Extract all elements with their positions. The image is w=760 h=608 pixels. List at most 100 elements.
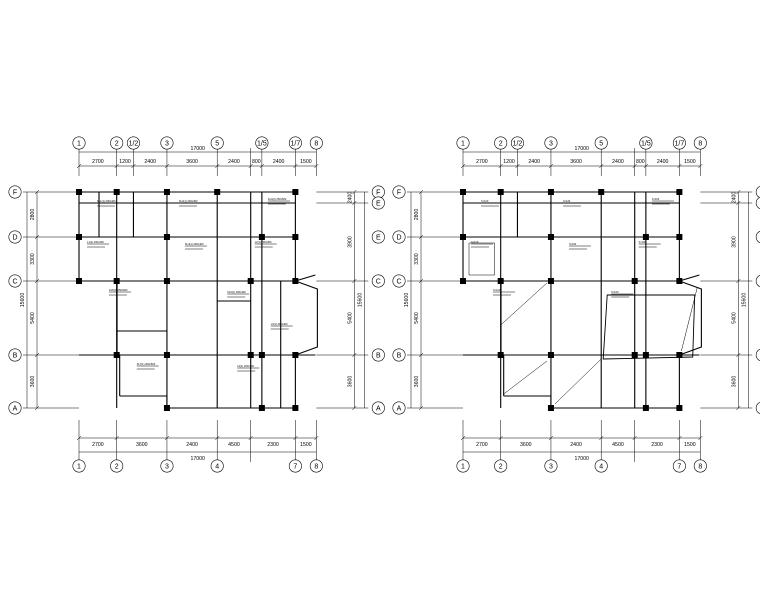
structural-column	[676, 234, 683, 240]
dim-top-value: 3600	[570, 159, 582, 165]
axis-bubble	[110, 459, 124, 473]
axis-label: B	[13, 353, 18, 360]
dim-right-value: 3900	[347, 236, 353, 248]
dim-top-value: 1200	[119, 159, 131, 165]
structural-column	[547, 278, 554, 284]
grid-axis-bubble-top: 1/5	[255, 136, 269, 150]
grid-axis-bubble-bottom: 3	[544, 459, 558, 473]
wall-line	[679, 274, 700, 282]
structural-column	[497, 189, 504, 195]
dim-bottom-value: 2700	[92, 442, 104, 448]
dim-left-total: 15600	[20, 293, 26, 308]
dim-bottom-value: 3600	[520, 442, 532, 448]
axis-label: 1	[461, 464, 465, 471]
beam-annotation: h=100	[652, 197, 660, 201]
axis-bubble	[110, 136, 124, 150]
grid-axis-bubble-bottom: 4	[210, 459, 224, 473]
dim-left-total: 15600	[404, 293, 410, 308]
axis-bubble	[371, 348, 385, 362]
axis-label: A	[13, 406, 18, 413]
grid-axis-bubble-top: 3	[544, 136, 558, 150]
dim-top-value: 800	[252, 159, 261, 165]
structural-column	[676, 405, 683, 411]
dim-tick	[248, 435, 253, 441]
structural-column	[292, 189, 299, 195]
axis-bubble	[392, 348, 406, 362]
axis-label: 7	[677, 464, 681, 471]
bay-window	[679, 280, 702, 356]
axis-label: 2	[499, 464, 503, 471]
dim-total-bottom: 17000	[190, 456, 205, 462]
dim-tick	[34, 405, 40, 411]
axis-bubble	[594, 459, 608, 473]
slab-panel	[468, 242, 495, 276]
dim-bottom-value: 1500	[300, 442, 312, 448]
structural-column	[642, 234, 649, 240]
grid-axis-bubble-right: F	[371, 185, 385, 199]
dim-left-value: 3300	[414, 253, 420, 265]
grid-axis-bubble-top: 2	[110, 136, 124, 150]
dim-tick	[215, 163, 220, 169]
structural-column	[214, 189, 221, 195]
grid-axis-bubble-right-hidden: E	[755, 230, 760, 244]
structural-column	[258, 405, 265, 411]
axis-label: A	[376, 406, 381, 413]
axis-bubble	[693, 459, 707, 473]
grid-axis-bubble-top: 8	[309, 136, 323, 150]
dim-tick	[599, 435, 604, 441]
structural-column	[642, 352, 649, 358]
dim-top-value: 2400	[528, 159, 540, 165]
dim-right-value: 2400	[731, 192, 737, 204]
dim-tick	[34, 234, 40, 240]
axis-label: 3	[165, 141, 169, 148]
structural-column	[460, 189, 466, 195]
dim-top-value: 2700	[476, 159, 488, 165]
axis-bubble	[72, 459, 86, 473]
grid-axis-bubble-top: 5	[210, 136, 224, 150]
dim-total-top: 17000	[574, 146, 589, 152]
structural-column	[642, 405, 649, 411]
axis-label: B	[376, 353, 381, 360]
slab-opening	[602, 294, 696, 360]
grid-axis-bubble-top: 8	[693, 136, 707, 150]
dim-right-value: 3900	[731, 236, 737, 248]
axis-label: 8	[314, 141, 318, 148]
dim-tick	[498, 435, 503, 441]
axis-bubble	[371, 401, 385, 415]
axis-bubble	[755, 185, 760, 199]
axis-label: 1/5	[641, 141, 651, 148]
axis-label: 8	[314, 464, 318, 471]
dim-tick	[352, 200, 357, 206]
axis-bubble	[672, 459, 686, 473]
dim-bottom-value: 4500	[612, 442, 624, 448]
axis-bubble	[755, 274, 760, 288]
dim-tick	[131, 163, 136, 169]
dim-tick	[34, 189, 40, 195]
dim-tick	[34, 278, 40, 284]
grid-axis-bubble-bottom: 2	[494, 459, 508, 473]
axis-label: 5	[215, 141, 219, 148]
grid-axis-bubble-bottom: 8	[693, 459, 707, 473]
dim-tick	[698, 163, 703, 169]
structural-column	[547, 352, 554, 358]
dim-bottom-value: 2300	[651, 442, 663, 448]
axis-label: 1/7	[675, 141, 685, 148]
slab-diagonal	[554, 358, 602, 405]
dim-right-total: 15600	[357, 293, 363, 308]
grid-axis-bubble-left: B	[8, 348, 22, 362]
axis-bubble	[392, 274, 406, 288]
axis-bubble	[371, 196, 385, 210]
dim-top-value: 1500	[684, 159, 696, 165]
dim-tick	[736, 200, 741, 206]
axis-bubble	[755, 230, 760, 244]
grid-axis-bubble-top: 1/7	[672, 136, 686, 150]
dim-tick	[76, 435, 82, 441]
dim-right-value: 3600	[731, 376, 737, 388]
axis-label: E	[376, 201, 381, 208]
dim-tick	[293, 163, 298, 169]
axis-bubble	[494, 459, 508, 473]
dim-top-value: 1500	[300, 159, 312, 165]
grid-axis-bubble-top: 1	[72, 136, 86, 150]
